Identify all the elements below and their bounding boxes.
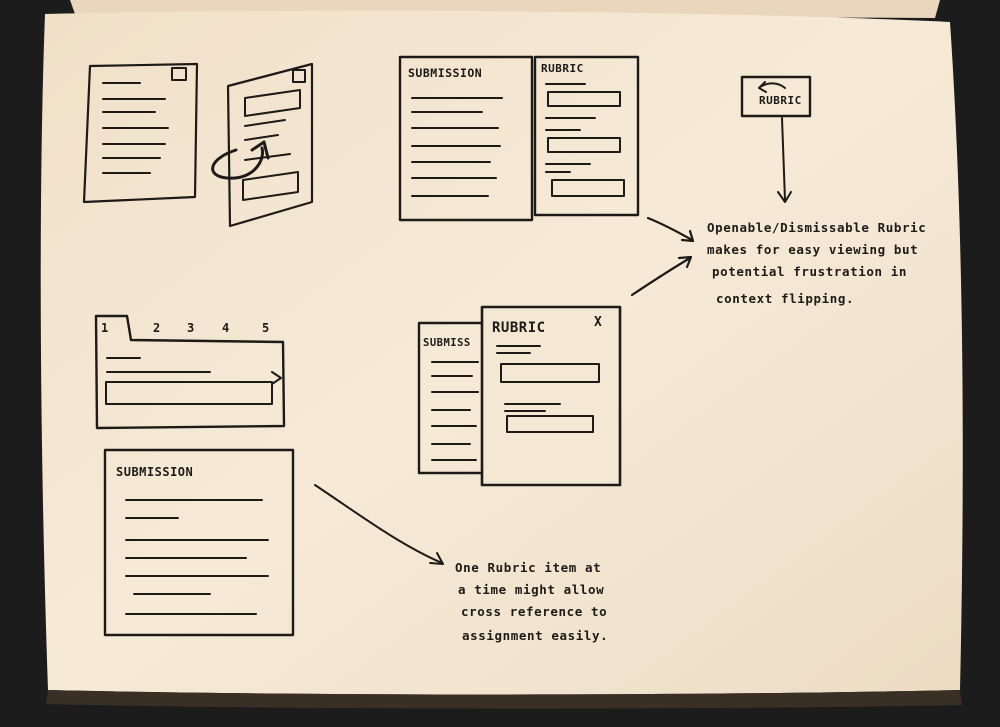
note-line: potential frustration in	[712, 264, 907, 279]
sketch-submission: Submission	[103, 448, 444, 637]
submission-label: Submission	[116, 465, 193, 479]
note-rubric-toggle: Openable/Dismissable Rubric makes for ea…	[707, 220, 926, 306]
sketch-side-by-side: Submission Rubric	[398, 55, 695, 243]
submission-label: Submission	[408, 66, 482, 80]
tab-4[interactable]: 4	[222, 321, 230, 335]
sketch-rubric-tabs: 1 2 3 4 5	[94, 314, 286, 430]
sketch-page-flip	[82, 62, 314, 228]
note-line: assignment easily.	[462, 628, 608, 643]
rubric-score-field[interactable]	[105, 381, 273, 405]
rubric-panel-sketch	[533, 55, 640, 217]
tab-3[interactable]: 3	[187, 321, 195, 335]
flip-arrow-icon	[211, 146, 265, 180]
note-line: a time might allow	[458, 582, 604, 597]
rubric-modal-sketch	[480, 305, 622, 487]
rubric-label: Rubric	[492, 320, 546, 336]
sketch-rubric-button: Rubric	[740, 75, 812, 203]
text-lines	[102, 82, 169, 174]
rubric-field[interactable]	[506, 415, 594, 433]
corner-box-icon	[292, 69, 306, 83]
down-arrow-icon	[777, 191, 792, 203]
note-line: One Rubric item at	[455, 560, 601, 575]
submission-label: Submiss	[423, 337, 471, 349]
note-line: cross reference to	[461, 604, 607, 619]
note-line: context flipping.	[716, 291, 854, 306]
close-icon[interactable]: x	[594, 315, 602, 330]
corner-box-icon	[171, 67, 187, 81]
tab-panel-sketch	[94, 314, 286, 430]
arrow-to-note	[646, 216, 694, 242]
rubric-toggle-button[interactable]	[740, 75, 812, 118]
rubric-label: Rubric	[541, 62, 584, 75]
sketch-overlay-rubric: Submiss Rubric x	[417, 255, 693, 487]
tab-1[interactable]: 1	[101, 321, 109, 335]
submission-panel-sketch	[398, 55, 534, 222]
notebook-bottom-edge	[46, 690, 962, 709]
arrow-to-note	[630, 256, 692, 297]
note-line: Openable/Dismissable Rubric	[707, 220, 926, 235]
rubric-field[interactable]	[500, 363, 600, 383]
arrow-to-note	[314, 484, 443, 564]
submission-panel-sketch	[103, 448, 295, 637]
tab-5[interactable]: 5	[262, 321, 270, 335]
note-line: makes for easy viewing but	[707, 242, 918, 257]
rubric-button-label: Rubric	[759, 94, 802, 107]
submission-page-sketch	[82, 62, 199, 204]
tab-2[interactable]: 2	[153, 321, 161, 335]
note-single-rubric-item: One Rubric item at a time might allow cr…	[455, 560, 608, 643]
